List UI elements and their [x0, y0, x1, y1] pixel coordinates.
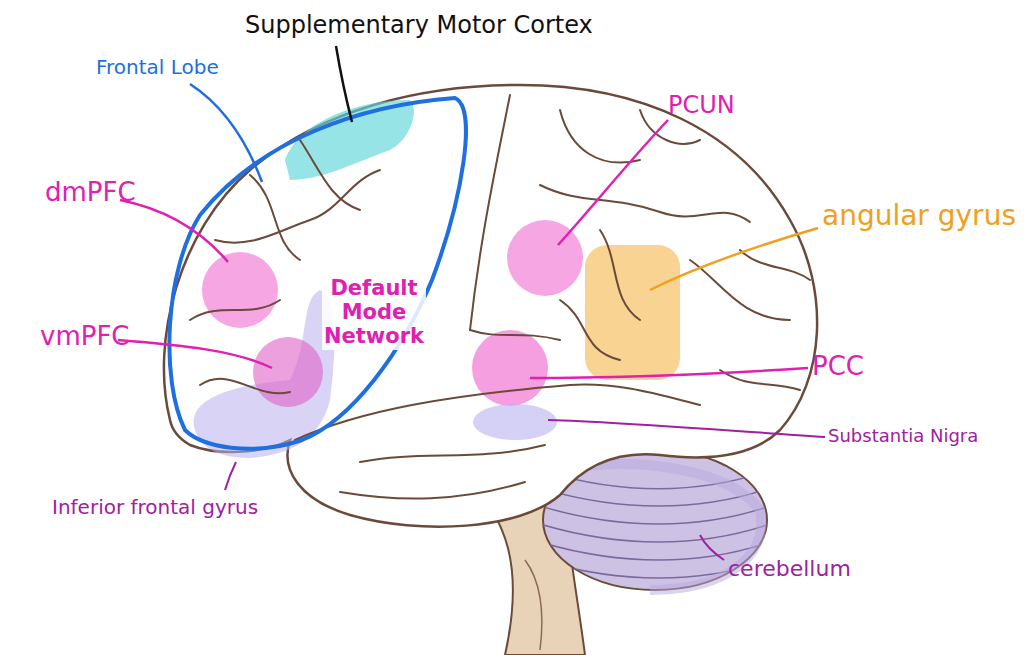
region-label: PCUN: [668, 92, 735, 120]
leader-line: [650, 228, 818, 290]
frontal-lobe-outline: [169, 98, 466, 449]
leader-line: [118, 340, 272, 368]
region-label: Substantia Nigra: [828, 426, 978, 447]
leader-line: [700, 535, 724, 560]
leader-line: [120, 200, 228, 262]
cerebrum-outline: [164, 85, 817, 527]
network-label: Default Mode Network: [322, 274, 426, 350]
leader-line: [190, 84, 262, 182]
folium: [540, 506, 770, 524]
temporal-sulcus: [360, 445, 545, 462]
region-label: dmPFC: [45, 178, 136, 208]
vmpfc-region: [253, 337, 323, 407]
region-label: PCC: [812, 352, 864, 382]
sulcus: [740, 250, 810, 280]
leader-line: [558, 120, 668, 245]
sulcus: [560, 110, 640, 163]
sulcus: [215, 170, 380, 243]
region-label: cerebellum: [728, 556, 851, 581]
sulcus: [470, 330, 560, 340]
leader-line: [530, 368, 808, 378]
sulcus: [540, 185, 750, 222]
sulcus: [200, 379, 290, 393]
brainstem-detail: [525, 560, 542, 650]
sulcus: [300, 140, 360, 210]
region-label: vmPFC: [40, 322, 130, 352]
leader-line: [548, 420, 825, 437]
sulcus: [690, 260, 790, 320]
region-label: Inferior frontal gyrus: [52, 496, 258, 519]
temporal-sulcus: [340, 482, 525, 499]
folium: [540, 524, 770, 542]
region-label: Frontal Lobe: [96, 56, 219, 79]
sulcus: [560, 300, 620, 360]
leader-line: [225, 462, 236, 490]
leader-line: [336, 46, 352, 122]
region-label: angular gyrus: [822, 200, 1016, 232]
sulcus: [250, 175, 300, 260]
region-label: Supplementary Motor Cortex: [245, 12, 593, 40]
dmpfc-region: [202, 252, 278, 328]
sulcus: [190, 300, 280, 320]
substantia-nigra-region: [473, 404, 557, 440]
gyri: [190, 95, 810, 499]
sulcus: [470, 95, 510, 330]
lateral-sulcus: [295, 385, 700, 440]
sulcus: [600, 230, 640, 320]
